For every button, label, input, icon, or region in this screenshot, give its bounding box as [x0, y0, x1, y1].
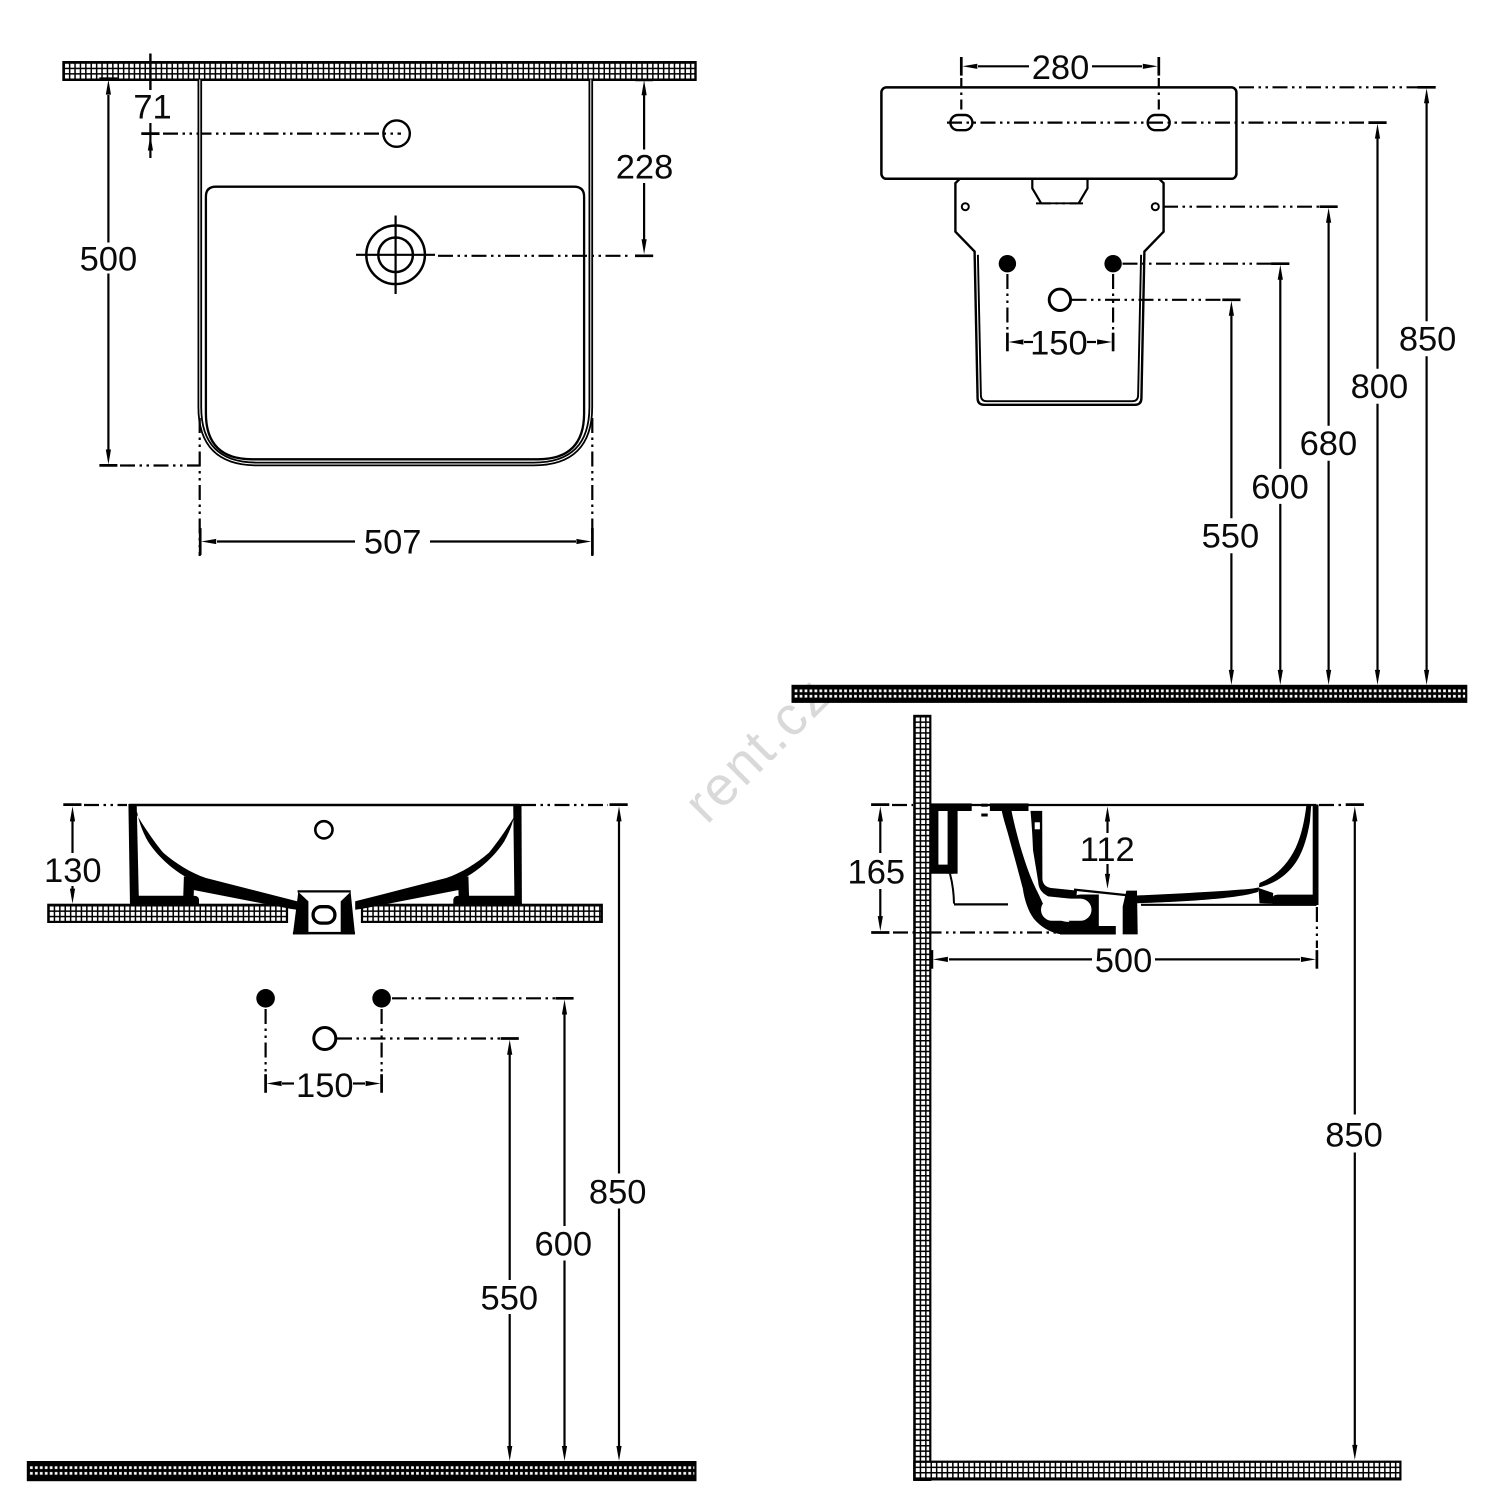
- svg-text:600: 600: [535, 1226, 593, 1264]
- svg-text:850: 850: [589, 1173, 647, 1211]
- svg-text:850: 850: [1325, 1116, 1383, 1154]
- svg-text:680: 680: [1300, 425, 1358, 463]
- svg-text:850: 850: [1399, 321, 1457, 359]
- svg-text:550: 550: [481, 1280, 539, 1318]
- svg-text:165: 165: [848, 854, 906, 892]
- svg-text:550: 550: [1202, 518, 1260, 556]
- svg-text:280: 280: [1032, 49, 1090, 87]
- svg-text:800: 800: [1351, 368, 1409, 406]
- svg-text:600: 600: [1251, 468, 1309, 506]
- svg-text:228: 228: [616, 148, 674, 186]
- svg-text:500: 500: [1095, 942, 1153, 980]
- svg-text:150: 150: [1030, 325, 1088, 363]
- svg-text:500: 500: [80, 241, 138, 279]
- svg-text:112: 112: [1080, 831, 1135, 869]
- svg-text:130: 130: [44, 852, 102, 890]
- svg-text:71: 71: [133, 88, 171, 126]
- svg-text:507: 507: [364, 523, 422, 561]
- svg-text:150: 150: [296, 1067, 354, 1105]
